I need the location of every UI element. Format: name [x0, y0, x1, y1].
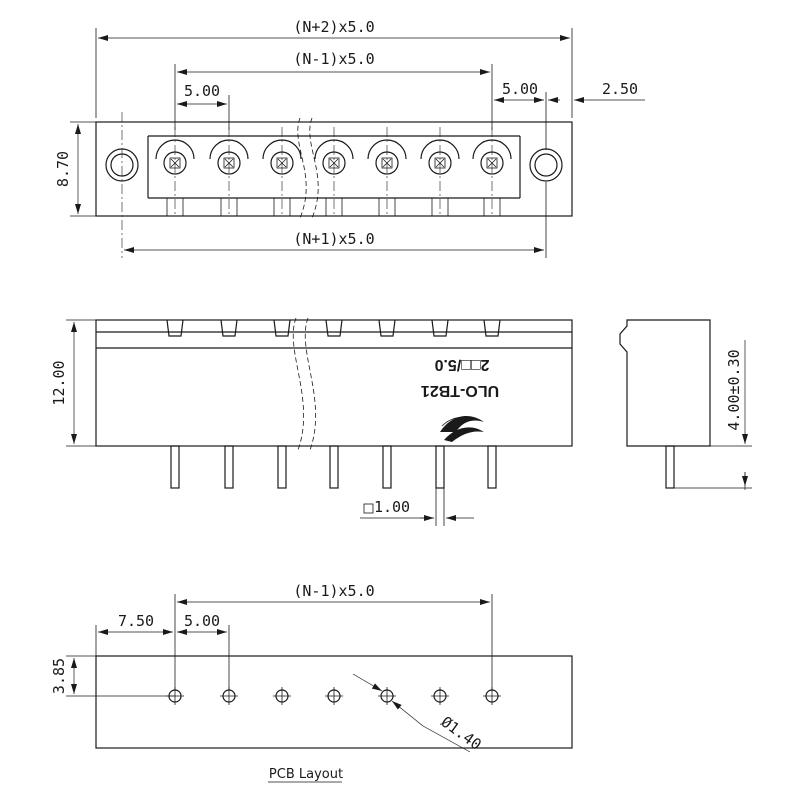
pin — [224, 445, 234, 489]
dimension-pin-length: 4.00±0.30 — [674, 340, 752, 490]
pcb-hole — [220, 687, 238, 705]
dimension-pitch: 5.00 — [177, 82, 230, 130]
pcb-hole — [166, 687, 184, 705]
mounting-flange-left — [105, 112, 139, 258]
pcb-hole — [483, 687, 501, 705]
product-marking: 2□□/5.0 ULO-TB21 — [421, 356, 499, 442]
dimension-pin-length-label: 4.00±0.30 — [725, 349, 743, 430]
break-line — [292, 317, 317, 451]
pin — [487, 445, 497, 489]
side-pin — [665, 445, 675, 489]
dimension-pin-label: 1.00 — [374, 498, 410, 516]
pcb-dimension-pitch: 5.00 — [177, 612, 230, 690]
pin-row — [170, 445, 497, 489]
pcb-dimension-first-pin-label: 7.50 — [118, 612, 154, 630]
dimension-pin: 1.00 — [360, 488, 474, 526]
wire-entry-row — [166, 319, 501, 337]
marking-product-code: ULO-TB21 — [421, 382, 499, 399]
pin — [170, 445, 180, 489]
dimension-offset-label: 2.50 — [602, 80, 638, 98]
dimension-right-pitch-label: 5.00 — [502, 80, 538, 98]
pcb-layout-caption: PCB Layout — [269, 767, 343, 782]
pcb-view: (N-1)x5.0 7.50 5.00 3.85 — [50, 582, 573, 783]
pcb-hole — [325, 687, 343, 705]
wire-entry — [220, 319, 238, 337]
pcb-dimension-row: 3.85 — [50, 655, 175, 697]
side-view: 4.00±0.30 — [619, 319, 752, 490]
pcb-dimension-pitch-label: 5.00 — [184, 612, 220, 630]
pin — [382, 445, 392, 489]
pin — [435, 445, 445, 489]
wire-entry — [378, 319, 396, 337]
top-view: (N+2)x5.0 (N-1)x5.0 5.00 5.00 2.50 — [54, 18, 645, 258]
dimension-flange: (N+1)x5.0 — [124, 182, 547, 258]
dimension-front-height-label: 12.00 — [50, 360, 68, 405]
pcb-dimension-row-label: 3.85 — [50, 658, 68, 694]
contact-row — [155, 127, 512, 217]
pcb-hole-row — [166, 687, 501, 705]
contact — [420, 127, 460, 217]
brand-logo-icon — [440, 416, 484, 442]
dimension-pitch-label: 5.00 — [184, 82, 220, 100]
dimension-flange-label: (N+1)x5.0 — [293, 230, 374, 248]
contact — [367, 127, 407, 217]
wire-entry — [273, 319, 291, 337]
dimension-height-label: 8.70 — [54, 151, 72, 187]
front-body-outline — [95, 319, 573, 447]
pcb-hole — [431, 687, 449, 705]
pcb-dimension-end-pins-label: (N-1)x5.0 — [293, 582, 374, 600]
pin — [277, 445, 287, 489]
dimension-height: 8.70 — [54, 121, 96, 217]
contact — [314, 127, 354, 217]
wire-entry — [483, 319, 501, 337]
contact — [262, 127, 302, 217]
pin — [329, 445, 339, 489]
dimension-offset: 2.50 — [548, 80, 645, 103]
pcb-dimension-hole: Ø1.40 — [352, 673, 485, 754]
contact — [155, 127, 195, 217]
contact — [209, 127, 249, 217]
pcb-hole — [273, 687, 291, 705]
wire-entry — [166, 319, 184, 337]
mounting-flange-right — [529, 148, 563, 182]
contact — [472, 127, 512, 217]
dimension-front-height: 12.00 — [50, 319, 96, 447]
dimension-overall-label: (N+2)x5.0 — [293, 18, 374, 36]
side-body-outline — [619, 319, 711, 447]
wire-entry — [325, 319, 343, 337]
pcb-hole — [378, 687, 396, 705]
dimension-overall: (N+2)x5.0 — [95, 18, 573, 118]
dimension-right-pitch: 5.00 — [494, 80, 547, 150]
wire-entry — [431, 319, 449, 337]
pcb-dimension-first-pin: 7.50 — [95, 612, 173, 656]
dimension-end-pins-label: (N-1)x5.0 — [293, 50, 374, 68]
break-line — [297, 117, 319, 219]
marking-series-code: 2□□/5.0 — [434, 356, 489, 373]
pcb-footprint-outline — [95, 655, 573, 749]
dimension-end-pins: (N-1)x5.0 — [174, 50, 493, 130]
pcb-dimension-end-pins: (N-1)x5.0 — [174, 582, 493, 690]
front-view: 12.00 2□□/5.0 ULO-TB21 — [50, 317, 573, 526]
